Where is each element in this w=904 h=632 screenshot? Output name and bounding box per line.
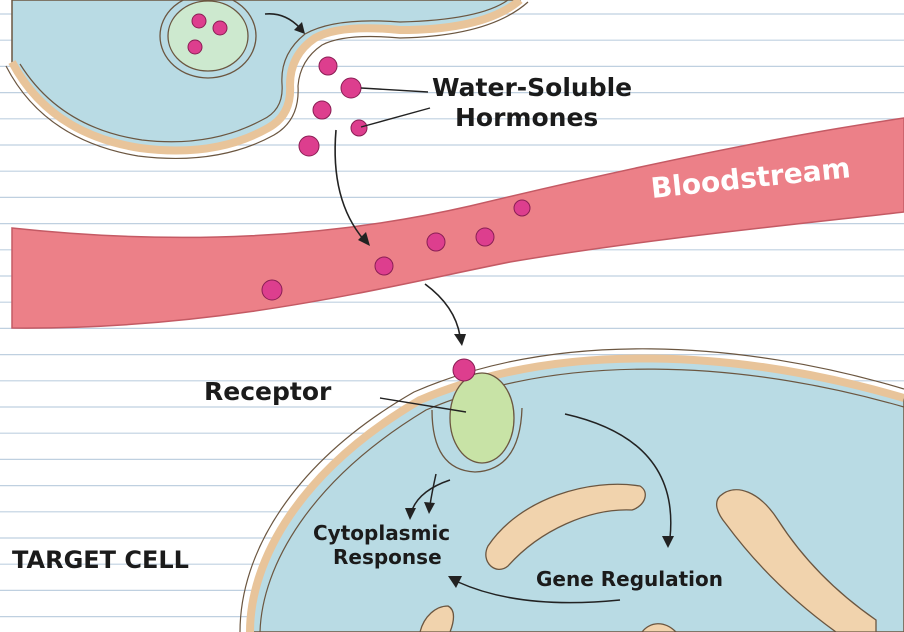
hormone-molecule bbox=[318, 56, 338, 76]
blood-to-receptor-arrow bbox=[424, 283, 461, 337]
bloodstream-band bbox=[11, 117, 904, 329]
hormone-molecule bbox=[261, 279, 283, 301]
organelle-tubule bbox=[715, 489, 877, 632]
signal-arrow-to-cytoplasm bbox=[411, 479, 451, 511]
hormone-molecule bbox=[298, 135, 320, 157]
receptor-cup bbox=[431, 407, 523, 473]
secreting-cell bbox=[5, 0, 529, 160]
released-hormones bbox=[261, 56, 531, 301]
hormones-annotation: Water-Soluble Hormones bbox=[360, 73, 632, 132]
cytoplasmic-response-label-line2: Response bbox=[333, 545, 442, 569]
secreting-cell-membrane bbox=[8, 0, 523, 155]
hormone-molecule bbox=[513, 199, 531, 217]
bloodstream-vessel: Bloodstream bbox=[11, 117, 904, 329]
signal-arrowhead bbox=[448, 576, 462, 588]
signal-arrow-to-nucleus bbox=[564, 413, 672, 539]
secreting-cell-membrane-inner bbox=[19, 0, 509, 143]
receptor bbox=[449, 372, 515, 464]
signal-arrowhead bbox=[405, 508, 416, 520]
vesicle-hormone bbox=[191, 13, 207, 29]
secretion-to-blood-arrowhead bbox=[358, 232, 370, 246]
flow-arrows bbox=[334, 129, 466, 346]
target-cell-membrane bbox=[246, 354, 904, 632]
receptor-pointer-line bbox=[379, 397, 467, 413]
exocytosis-arrow bbox=[264, 12, 301, 29]
hormones-pointer-line bbox=[360, 87, 429, 93]
hormones-label-line1: Water-Soluble bbox=[432, 73, 632, 102]
gene-regulation-label: Gene Regulation bbox=[536, 567, 723, 591]
vesicle-hormone bbox=[212, 20, 228, 36]
hormone-molecule bbox=[426, 232, 446, 252]
signal-arrowhead bbox=[424, 502, 435, 514]
hormone-molecule bbox=[475, 227, 495, 247]
hormone-molecule bbox=[340, 77, 362, 99]
organelle-tubule bbox=[419, 605, 455, 632]
target-cell-membrane-outer bbox=[239, 348, 904, 632]
receptor-annotation: Receptor bbox=[204, 377, 467, 413]
receptor-label: Receptor bbox=[204, 377, 332, 406]
exocytosis-arrowhead bbox=[294, 22, 305, 34]
cytoplasmic-response-label-line1: Cytoplasmic bbox=[313, 521, 450, 545]
secretory-vesicle-outline bbox=[159, 0, 257, 79]
hormone-molecule bbox=[350, 119, 368, 137]
organelle-tubule bbox=[485, 483, 646, 570]
secreting-cell-membrane-outer bbox=[5, 1, 529, 160]
hormone-molecule bbox=[312, 100, 332, 120]
signal-arrow-return bbox=[457, 581, 621, 604]
hormones-pointer-line bbox=[360, 107, 431, 128]
target-cell bbox=[239, 348, 904, 632]
blood-to-receptor-arrowhead bbox=[454, 334, 466, 346]
hormones-label-line2: Hormones bbox=[455, 103, 598, 132]
secretory-vesicle bbox=[167, 0, 249, 72]
target-cell-label: TARGET CELL bbox=[12, 546, 189, 574]
vesicle-hormone bbox=[187, 39, 203, 55]
bound-hormone bbox=[452, 358, 476, 382]
signal-arrowhead bbox=[662, 536, 674, 548]
hormone-molecule bbox=[374, 256, 394, 276]
secretion-to-blood-arrow bbox=[334, 129, 365, 241]
